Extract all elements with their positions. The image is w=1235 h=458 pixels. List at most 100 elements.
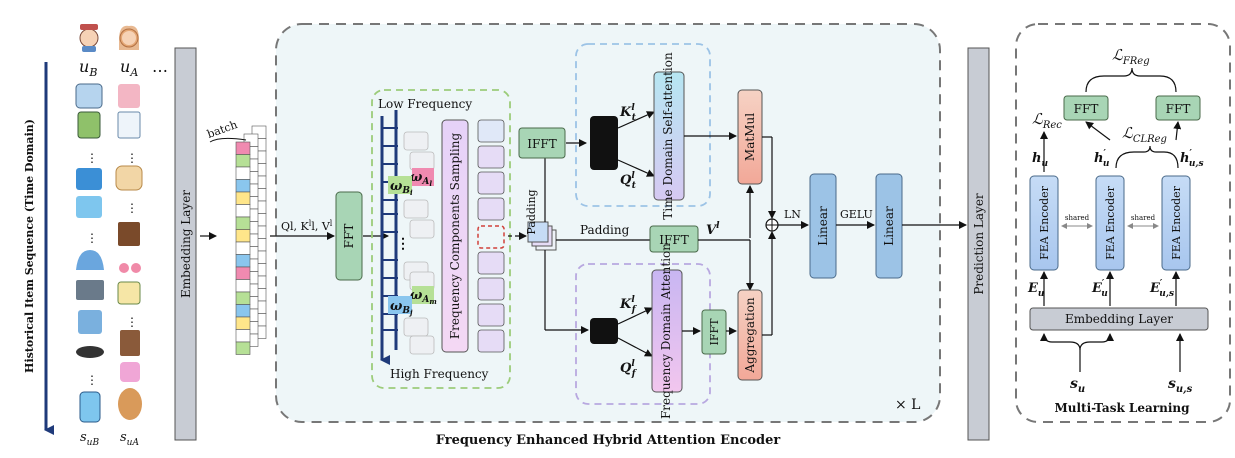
encoder-caption: Frequency Enhanced Hybrid Attention Enco…	[436, 433, 781, 448]
fea-encoder-3-label: FEA Encoder	[1170, 185, 1183, 260]
fft-1-label: FFT	[1074, 102, 1099, 116]
time-projection-block	[590, 116, 618, 170]
fft-box	[335, 191, 363, 281]
e-u-prime-label: E′u	[1091, 279, 1108, 299]
batch-tensor	[235, 125, 267, 355]
loss-freg-label: ℒFReg	[1112, 46, 1150, 67]
baguette-icon	[118, 388, 142, 420]
v-l-label: Vl	[706, 221, 720, 238]
batch-cell	[235, 341, 251, 355]
sampled-component	[477, 251, 505, 275]
fft-1-box	[1063, 95, 1109, 121]
ln-label: LN	[784, 208, 801, 221]
ellipsis-icon: ⋮	[126, 201, 138, 215]
batch-cell	[235, 179, 251, 193]
user-b-label: uB	[79, 57, 97, 79]
low-frequency-label: Low Frequency	[378, 97, 472, 111]
e-u-label: Eu	[1027, 281, 1045, 299]
matmul-label: MatMul	[743, 113, 757, 161]
fea-encoder-1-box	[1029, 175, 1059, 271]
seq-b-label: suB	[80, 430, 99, 448]
phone-icon	[79, 391, 101, 423]
freq-components-panel	[371, 89, 511, 389]
e-us-prime-label: E′u,s	[1149, 279, 1174, 299]
ifft-bottom-label: IFFT	[708, 318, 721, 346]
perfume-icon	[120, 362, 140, 382]
omega-b-i-label: ωBi	[390, 179, 413, 197]
hat-icon	[76, 346, 104, 358]
high-frequency-label: High Frequency	[390, 367, 489, 381]
shorts-icon	[76, 196, 102, 218]
sampled-components-column	[477, 119, 505, 353]
multitask-panel	[1015, 23, 1231, 423]
s-u-label: su	[1070, 376, 1085, 395]
omega-b-i-highlight	[388, 176, 412, 194]
ifft-top-box	[518, 127, 566, 159]
ellipsis-icon: ⋮	[86, 151, 98, 165]
fea-encoder-3-box	[1161, 175, 1191, 271]
batch-cell	[235, 316, 251, 330]
embedding-layer-label: Embedding Layer	[179, 190, 193, 298]
omega-a-m-highlight	[412, 286, 434, 304]
freg-brace	[1085, 67, 1177, 93]
h-u-label: hu	[1032, 151, 1048, 169]
clreg-brace	[1115, 145, 1179, 169]
gelu-label: GELU	[840, 208, 873, 221]
batch-cell	[235, 291, 251, 305]
multitask-caption: Multi-Task Learning	[1054, 401, 1190, 415]
batch-cell	[235, 216, 251, 230]
linear-1-label: Linear	[816, 206, 830, 246]
s-us-label: su,s	[1168, 376, 1193, 395]
ifft-mid-box	[649, 225, 699, 253]
fea-encoder-2-label: FEA Encoder	[1104, 185, 1117, 260]
user-b-avatar	[79, 24, 99, 52]
earring-icon	[119, 263, 129, 273]
padding-top-label: Padding	[525, 189, 538, 234]
h-u-prime-label: h′u	[1094, 149, 1110, 169]
history-axis-label: Historical Item Sequence (Time Domain)	[23, 119, 36, 373]
freq-sampling-box	[441, 119, 469, 353]
sampled-component	[477, 303, 505, 327]
loss-clreg-label: ℒCLReg	[1122, 124, 1167, 145]
frequency-ticks	[382, 127, 398, 331]
items-user-b: ⋮ ⋮ ⋮	[75, 83, 104, 423]
batch-cell	[235, 241, 251, 255]
batch-cell	[235, 254, 251, 268]
ifft-bottom-box	[701, 309, 727, 355]
linear-1-box	[809, 173, 837, 279]
shared-1-label: shared	[1065, 214, 1090, 222]
batch-cell	[235, 191, 251, 205]
batch-cell	[235, 229, 251, 243]
frequency-card	[403, 131, 429, 151]
laptop-icon	[76, 280, 104, 300]
loss-rec-label: ℒRec	[1032, 110, 1062, 131]
ellipsis-icon: ⋮	[126, 315, 138, 329]
omega-a-l-highlight	[412, 168, 434, 186]
batch-cell	[235, 304, 251, 318]
fft-2-box	[1155, 95, 1201, 121]
batch-cell	[235, 329, 251, 343]
freq-attention-label: Frequency Domain Attention	[659, 243, 673, 419]
prediction-layer-label: Prediction Layer	[972, 193, 986, 295]
time-domain-panel	[575, 43, 711, 207]
ellipsis-icon: ⋮	[126, 151, 138, 165]
times-l-label: × L	[895, 397, 920, 413]
user-a-label: uA	[120, 57, 138, 79]
frequency-cards	[403, 131, 435, 355]
frequency-card	[409, 335, 435, 355]
history-section: Historical Item Sequence (Time Domain) u…	[23, 24, 168, 448]
sampled-component	[477, 197, 505, 221]
batch-cell	[235, 279, 251, 293]
sampled-component	[477, 145, 505, 169]
chocolate-icon	[118, 222, 140, 246]
ellipsis-icon: ⋮	[86, 231, 98, 245]
bread-icon	[115, 165, 143, 191]
omega-b-j-highlight	[388, 296, 412, 314]
aggregation-label: Aggregation	[743, 297, 757, 374]
mtl-embedding-layer-box	[1029, 307, 1209, 331]
batch-cell	[235, 204, 251, 218]
